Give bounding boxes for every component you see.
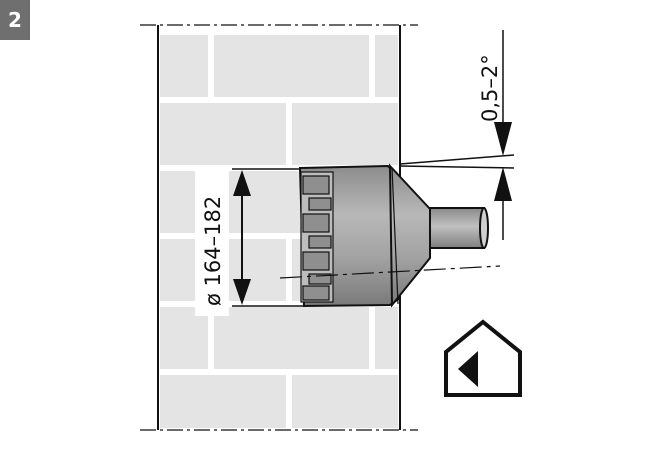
house-inside-arrow-icon bbox=[444, 319, 522, 397]
diameter-dimension: ø 164–182 bbox=[195, 168, 306, 316]
step-number-badge: 2 bbox=[0, 0, 30, 40]
angle-label: 0,5–2° bbox=[478, 54, 502, 122]
diameter-label: ø 164–182 bbox=[201, 196, 225, 306]
angle-dimension: 0,5–2° bbox=[399, 30, 515, 240]
core-drill bbox=[279, 163, 501, 308]
